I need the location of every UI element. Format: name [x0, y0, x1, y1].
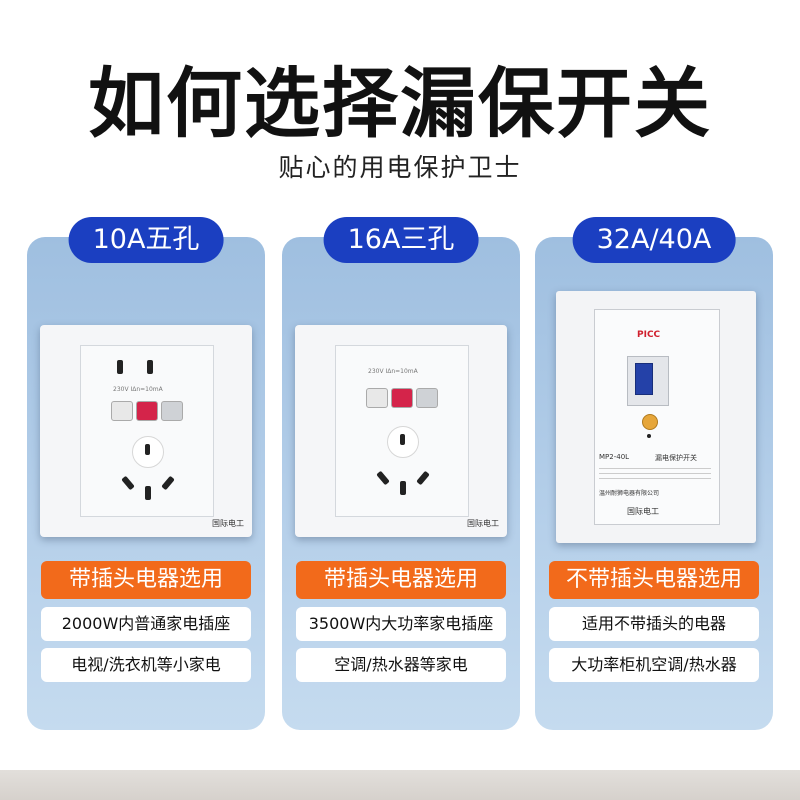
- breaker-face: PICC MP2-40L 漏电保护开关 温州耐狮电器有限公司 国际电工: [594, 309, 720, 525]
- product-card-16a[interactable]: 16A三孔 230V IΔn=10mA 国际电工 带插头电器选用 3500W内大…: [282, 217, 520, 730]
- breaker-company: 温州耐狮电器有限公司: [599, 490, 660, 497]
- socket-face: 230V IΔn=10mA: [80, 345, 214, 517]
- socket-face: 230V IΔn=10mA: [335, 345, 469, 517]
- product-label: 10A五孔: [68, 217, 224, 263]
- feature-item: 空调/热水器等家电: [296, 648, 506, 682]
- usage-badge: 带插头电器选用: [296, 561, 506, 599]
- reset-button: [136, 401, 158, 421]
- breaker-name: 漏电保护开关: [655, 454, 697, 462]
- brand-logo: 国际电工: [212, 519, 244, 528]
- breaker-image: PICC MP2-40L 漏电保护开关 温州耐狮电器有限公司 国际电工: [556, 291, 756, 543]
- indicator-icon: [111, 401, 133, 421]
- bottom-band: [0, 770, 800, 800]
- product-card-32a-40a[interactable]: 32A/40A PICC MP2-40L 漏电保护开关 温州耐狮电器有限公司 国…: [535, 217, 773, 730]
- socket-image-five-hole: 230V IΔn=10mA 国际电工: [40, 325, 252, 537]
- socket-spec: 230V IΔn=10mA: [368, 368, 418, 375]
- socket-image-three-hole: 230V IΔn=10mA 国际电工: [295, 325, 507, 537]
- socket-spec: 230V IΔn=10mA: [113, 386, 163, 393]
- socket-slot-icon: [400, 481, 406, 495]
- divider: [599, 468, 711, 469]
- page-subtitle: 贴心的用电保护卫士: [278, 153, 522, 182]
- brand-logo: 国际电工: [627, 507, 659, 516]
- feature-item: 3500W内大功率家电插座: [296, 607, 506, 641]
- brand-logo: 国际电工: [467, 519, 499, 528]
- feature-item: 电视/洗衣机等小家电: [41, 648, 251, 682]
- usage-badge: 带插头电器选用: [41, 561, 251, 599]
- page-title: 如何选择漏保开关: [88, 59, 712, 148]
- indicator-icon: [366, 388, 388, 408]
- breaker-brand: PICC: [637, 330, 661, 340]
- reset-button: [391, 388, 413, 408]
- socket-slot-icon: [121, 475, 135, 491]
- socket-slot-icon: [161, 475, 175, 491]
- usage-badge: 不带插头电器选用: [549, 561, 759, 599]
- divider: [599, 478, 711, 479]
- socket-round-icon: [132, 436, 164, 468]
- socket-slot-icon: [416, 470, 430, 486]
- test-button: [416, 388, 438, 408]
- switch-toggle-icon: [635, 363, 653, 395]
- socket-slot-icon: [145, 486, 151, 500]
- divider: [599, 473, 711, 474]
- switch-housing: [627, 356, 669, 406]
- indicator-icon: [647, 434, 651, 438]
- product-card-10a[interactable]: 10A五孔 230V IΔn=10mA 国际电工 带插头电器选用 2000W内普…: [27, 217, 265, 730]
- product-label: 16A三孔: [323, 217, 479, 263]
- feature-item: 大功率柜机空调/热水器: [549, 648, 759, 682]
- socket-slot-icon: [117, 360, 123, 374]
- socket-round-icon: [387, 426, 419, 458]
- breaker-model: MP2-40L: [599, 453, 630, 461]
- product-label: 32A/40A: [572, 217, 736, 263]
- socket-slot-icon: [376, 470, 390, 486]
- test-button: [161, 401, 183, 421]
- feature-item: 适用不带插头的电器: [549, 607, 759, 641]
- socket-slot-icon: [147, 360, 153, 374]
- test-button: [642, 414, 658, 430]
- feature-item: 2000W内普通家电插座: [41, 607, 251, 641]
